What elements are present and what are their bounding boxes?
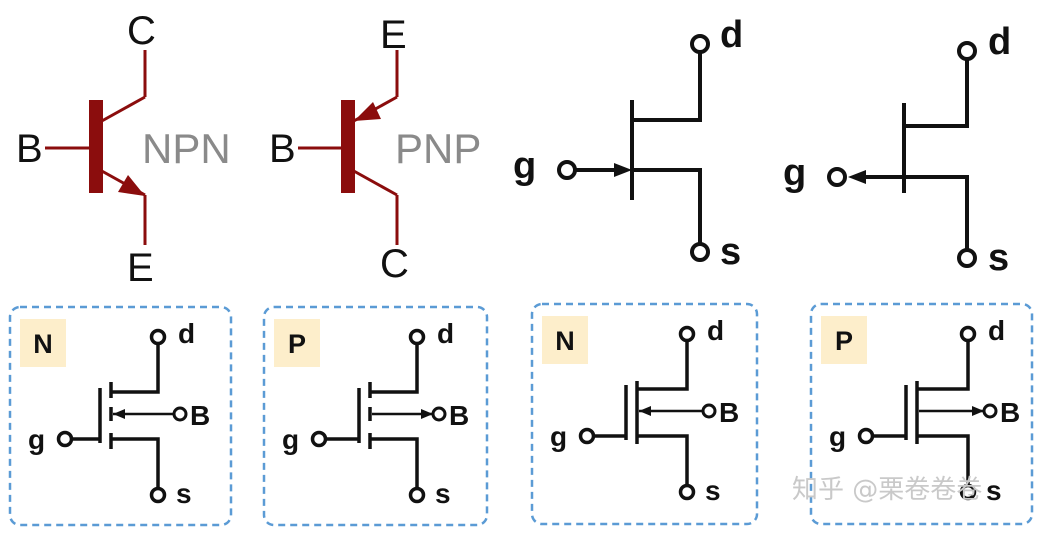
npn-base-bar: [89, 100, 103, 193]
pnp-bjt-symbol: E B C PNP: [269, 13, 481, 286]
body-terminal: [431, 406, 447, 422]
drain-terminal: [408, 328, 426, 346]
drain-label: d: [178, 318, 195, 349]
body-arrow-icon: [113, 409, 125, 419]
source-terminal: [959, 483, 977, 501]
gate-label: g: [28, 424, 45, 455]
channel-type-badge-label: P: [288, 329, 306, 359]
channel-type-badge: [542, 316, 588, 364]
drain-lead: [111, 345, 160, 394]
njfet-gate-terminal: [557, 160, 577, 180]
source-lead: [637, 434, 689, 484]
channel-type-badge-label: N: [33, 329, 53, 359]
njfet-gate-arrow-icon: [614, 163, 632, 177]
npn-base-label: B: [16, 127, 43, 171]
njfet-drain-label: d: [720, 14, 743, 56]
n-jfet-symbol: d g s: [513, 14, 743, 273]
pjfet-drain-terminal: [957, 41, 977, 61]
body-label: B: [719, 397, 739, 428]
body-terminal: [982, 403, 998, 419]
pnp-base-bar: [341, 100, 355, 193]
drain-label: d: [988, 315, 1005, 346]
source-terminal: [408, 486, 426, 504]
body-label: B: [449, 400, 469, 431]
njfet-source-lead: [632, 168, 702, 243]
npn-emitter-label: E: [127, 246, 154, 290]
source-label: s: [705, 475, 721, 506]
body-terminal: [701, 403, 717, 419]
njfet-source-label: s: [720, 231, 741, 273]
source-lead: [111, 437, 160, 487]
gate-terminal: [857, 427, 875, 445]
pjfet-source-lead: [904, 175, 969, 249]
gate-label: g: [550, 421, 567, 452]
gate-label: g: [282, 424, 299, 455]
njfet-source-terminal: [690, 242, 710, 262]
pjfet-gate-terminal: [827, 167, 847, 187]
pnp-base-label: B: [269, 127, 296, 171]
source-lead: [370, 437, 419, 487]
body-label: B: [190, 400, 210, 431]
source-label: s: [986, 475, 1002, 506]
npn-collector-label: C: [127, 9, 156, 53]
gate-terminal: [56, 430, 74, 448]
panel-frame: [809, 302, 1034, 526]
drain-terminal: [149, 328, 167, 346]
source-terminal: [678, 483, 696, 501]
njfet-drain-lead: [632, 53, 702, 122]
pnp-emitter-arrow-icon: [354, 102, 381, 121]
body-arrow-icon: [639, 406, 651, 416]
gate-label: g: [829, 421, 846, 452]
panel-frame: [530, 302, 759, 526]
body-label: B: [1000, 397, 1020, 428]
body-terminal: [172, 406, 188, 422]
pnp-emitter-label: E: [380, 13, 407, 57]
pjfet-source-label: s: [988, 237, 1009, 279]
p-jfet-symbol: d g s: [783, 21, 1011, 279]
source-label: s: [435, 478, 451, 509]
body-arrow-icon: [972, 406, 984, 416]
drain-lead: [370, 345, 419, 394]
pnp-collector-diag: [351, 168, 398, 197]
drain-lead: [637, 342, 689, 391]
gate-terminal: [578, 427, 596, 445]
channel-type-badge-label: P: [835, 326, 853, 356]
drain-terminal: [678, 325, 696, 343]
source-lead: [917, 434, 970, 484]
pnp-type-label: PNP: [395, 125, 481, 172]
pjfet-source-terminal: [957, 248, 977, 268]
source-terminal: [149, 486, 167, 504]
pjfet-drain-lead: [904, 60, 969, 128]
npn-bjt-symbol: C B E NPN: [16, 9, 231, 290]
drain-label: d: [437, 318, 454, 349]
channel-type-badge: [20, 319, 66, 367]
pjfet-gate-label: g: [783, 152, 806, 194]
npn-emitter-arrow-icon: [118, 175, 145, 196]
watermark-text: 知乎 @栗卷卷卷: [792, 475, 982, 505]
njfet-drain-terminal: [690, 34, 710, 54]
channel-type-badge: [274, 319, 320, 367]
panel-frame: [8, 305, 233, 527]
source-label: s: [176, 478, 192, 509]
njfet-gate-label: g: [513, 145, 536, 187]
pnp-collector-label: C: [380, 242, 409, 286]
drain-label: d: [707, 315, 724, 346]
npn-type-label: NPN: [142, 125, 231, 172]
pjfet-gate-arrow-icon: [848, 170, 866, 184]
npn-collector-diag: [99, 95, 146, 124]
drain-terminal: [959, 325, 977, 343]
body-arrow-icon: [421, 409, 433, 419]
channel-type-badge: [821, 316, 867, 364]
panel-frame: [262, 305, 489, 527]
pjfet-drain-label: d: [988, 21, 1011, 63]
gate-terminal: [310, 430, 328, 448]
channel-type-badge-label: N: [555, 326, 575, 356]
drain-lead: [917, 342, 970, 391]
